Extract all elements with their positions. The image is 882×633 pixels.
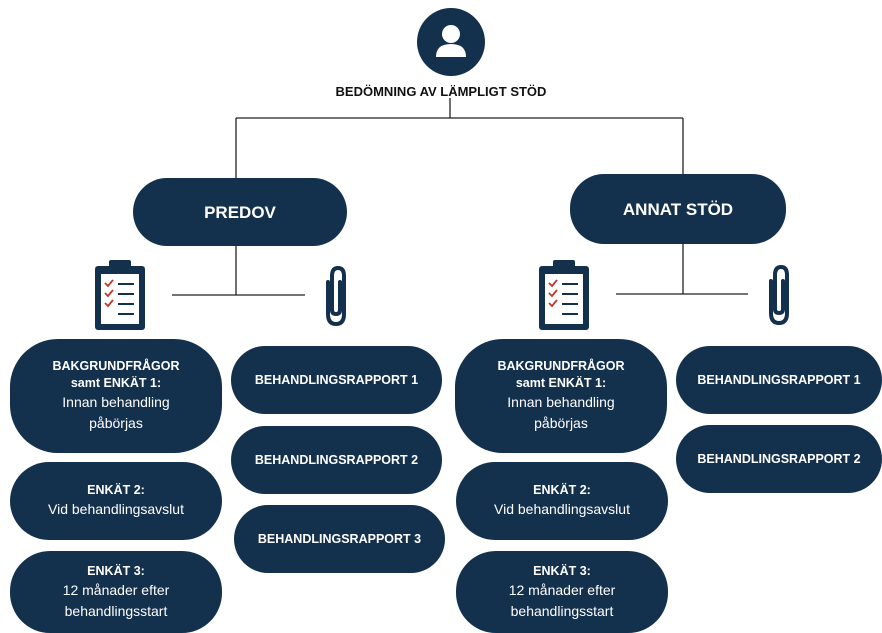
survey-box-3: ENKÄT 3: 12 månader efter behandlingssta… xyxy=(456,551,668,633)
survey-heading: BAKGRUNDFRÅGOR xyxy=(497,359,625,373)
paperclip-icon xyxy=(326,265,346,327)
clipboard-icon xyxy=(95,260,145,330)
survey-heading: ENKÄT 3: xyxy=(87,563,145,578)
survey-box-1: BAKGRUNDFRÅGOR samt ENKÄT 1: Innan behan… xyxy=(455,339,667,453)
clipboard-icon xyxy=(539,260,589,330)
report-label: BEHANDLINGSRAPPORT 3 xyxy=(257,531,422,546)
report-box-1: BEHANDLINGSRAPPORT 1 xyxy=(676,346,882,414)
survey-text: 12 månader efter xyxy=(508,581,616,598)
person-icon xyxy=(417,8,485,76)
report-box-2: BEHANDLINGSRAPPORT 2 xyxy=(676,425,882,493)
survey-heading: BAKGRUNDFRÅGOR xyxy=(52,359,180,373)
survey-heading: samt ENKÄT 1: xyxy=(515,376,607,390)
survey-heading: ENKÄT 3: xyxy=(533,563,591,578)
survey-box-2: ENKÄT 2: Vid behandlingsavslut xyxy=(456,462,668,540)
survey-box-1: BAKGRUNDFRÅGOR samt ENKÄT 1: Innan behan… xyxy=(10,339,222,453)
branch-predov: PREDOV xyxy=(133,178,347,246)
report-box-2: BEHANDLINGSRAPPORT 2 xyxy=(231,426,442,494)
survey-text: behandlingsstart xyxy=(510,602,614,619)
report-label: BEHANDLINGSRAPPORT 1 xyxy=(254,372,419,387)
report-label: BEHANDLINGSRAPPORT 2 xyxy=(697,451,861,466)
report-label: BEHANDLINGSRAPPORT 1 xyxy=(697,372,861,387)
survey-text: Innan behandling xyxy=(507,394,615,410)
survey-box-3: ENKÄT 3: 12 månader efter behandlingssta… xyxy=(10,551,222,633)
survey-heading: samt ENKÄT 1: xyxy=(70,376,162,390)
survey-heading: ENKÄT 2: xyxy=(87,483,145,497)
branch-annat-stod: ANNAT STÖD xyxy=(570,174,786,244)
diagram-title: BEDÖMNING AV LÄMPLIGT STÖD xyxy=(335,84,547,99)
branch-label: ANNAT STÖD xyxy=(622,199,734,219)
paperclip-icon xyxy=(769,264,789,326)
survey-text: Innan behandling xyxy=(62,394,170,410)
survey-text: behandlingsstart xyxy=(64,602,168,619)
survey-text: påbörjas xyxy=(534,415,588,431)
branch-label: PREDOV xyxy=(204,202,276,222)
report-box-3: BEHANDLINGSRAPPORT 3 xyxy=(234,505,445,573)
survey-heading: ENKÄT 2: xyxy=(533,483,591,497)
survey-text: Vid behandlingsavslut xyxy=(48,501,184,517)
report-label: BEHANDLINGSRAPPORT 2 xyxy=(254,452,419,467)
survey-text: påbörjas xyxy=(89,415,143,431)
survey-box-2: ENKÄT 2: Vid behandlingsavslut xyxy=(10,462,222,540)
survey-text: 12 månader efter xyxy=(62,581,170,598)
report-box-1: BEHANDLINGSRAPPORT 1 xyxy=(231,346,442,414)
survey-text: Vid behandlingsavslut xyxy=(494,501,630,517)
